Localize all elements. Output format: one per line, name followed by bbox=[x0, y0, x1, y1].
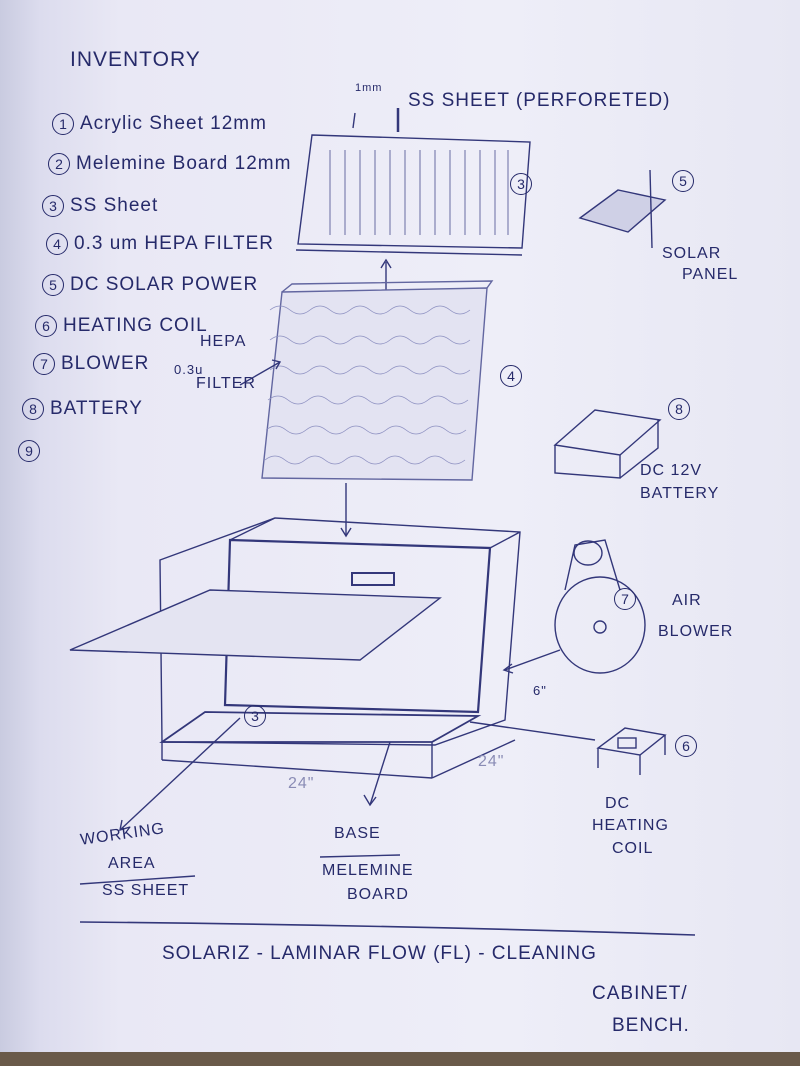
solar-panel-label: PANEL bbox=[682, 266, 739, 283]
inventory-title: INVENTORY bbox=[70, 48, 201, 71]
working-area-label: AREA bbox=[108, 855, 156, 872]
blower-label: AIR bbox=[672, 592, 702, 609]
heating-coil-number: 6 bbox=[675, 735, 697, 757]
solar-panel-label: SOLAR bbox=[662, 245, 722, 262]
hepa-filter-drawing bbox=[261, 280, 494, 481]
battery-label: BATTERY bbox=[640, 485, 720, 502]
cabinet-drawing bbox=[69, 517, 521, 779]
working-area-label: SS SHEET bbox=[102, 882, 190, 899]
dimension-label: 6" bbox=[533, 683, 547, 698]
inventory-item: 9 bbox=[18, 440, 46, 462]
solar-panel-number: 5 bbox=[672, 170, 694, 192]
battery-label: DC 12V bbox=[640, 462, 703, 479]
ss-sheet-number: 3 bbox=[510, 173, 532, 195]
footer-title: CABINET/ bbox=[592, 983, 688, 1004]
dimension-label: 24" bbox=[288, 775, 315, 792]
hepa-label: HEPA bbox=[200, 333, 247, 350]
hepa-label: 0.3u bbox=[174, 362, 204, 377]
working-area-number: 3 bbox=[244, 705, 266, 727]
blower-number: 7 bbox=[614, 588, 636, 610]
base-label: MELEMINE bbox=[322, 862, 414, 879]
thickness-label: 1mm bbox=[355, 82, 383, 94]
hepa-number: 4 bbox=[500, 365, 522, 387]
solar-panel-drawing bbox=[578, 169, 667, 249]
dimension-label: 24" bbox=[478, 753, 505, 770]
heating-coil-label: DC bbox=[605, 795, 631, 812]
base-label: BASE bbox=[334, 825, 381, 842]
blower-drawing bbox=[554, 539, 646, 674]
hepa-label: FILTER bbox=[196, 375, 256, 392]
battery-drawing bbox=[553, 409, 662, 479]
heating-coil-label: COIL bbox=[612, 840, 654, 857]
battery-number: 8 bbox=[668, 398, 690, 420]
ss-sheet-label: SS SHEET (PERFORETED) bbox=[408, 90, 671, 111]
desk-surface bbox=[0, 1052, 800, 1066]
base-label: BOARD bbox=[347, 886, 409, 903]
heating-coil-drawing bbox=[596, 727, 667, 775]
blower-label: BLOWER bbox=[658, 623, 734, 640]
heating-coil-label: HEATING bbox=[592, 817, 669, 834]
footer-title: SOLARIZ - LAMINAR FLOW (FL) - CLEANING bbox=[162, 943, 597, 964]
ss-sheet-drawing bbox=[295, 108, 531, 256]
footer-title: BENCH. bbox=[612, 1015, 690, 1036]
